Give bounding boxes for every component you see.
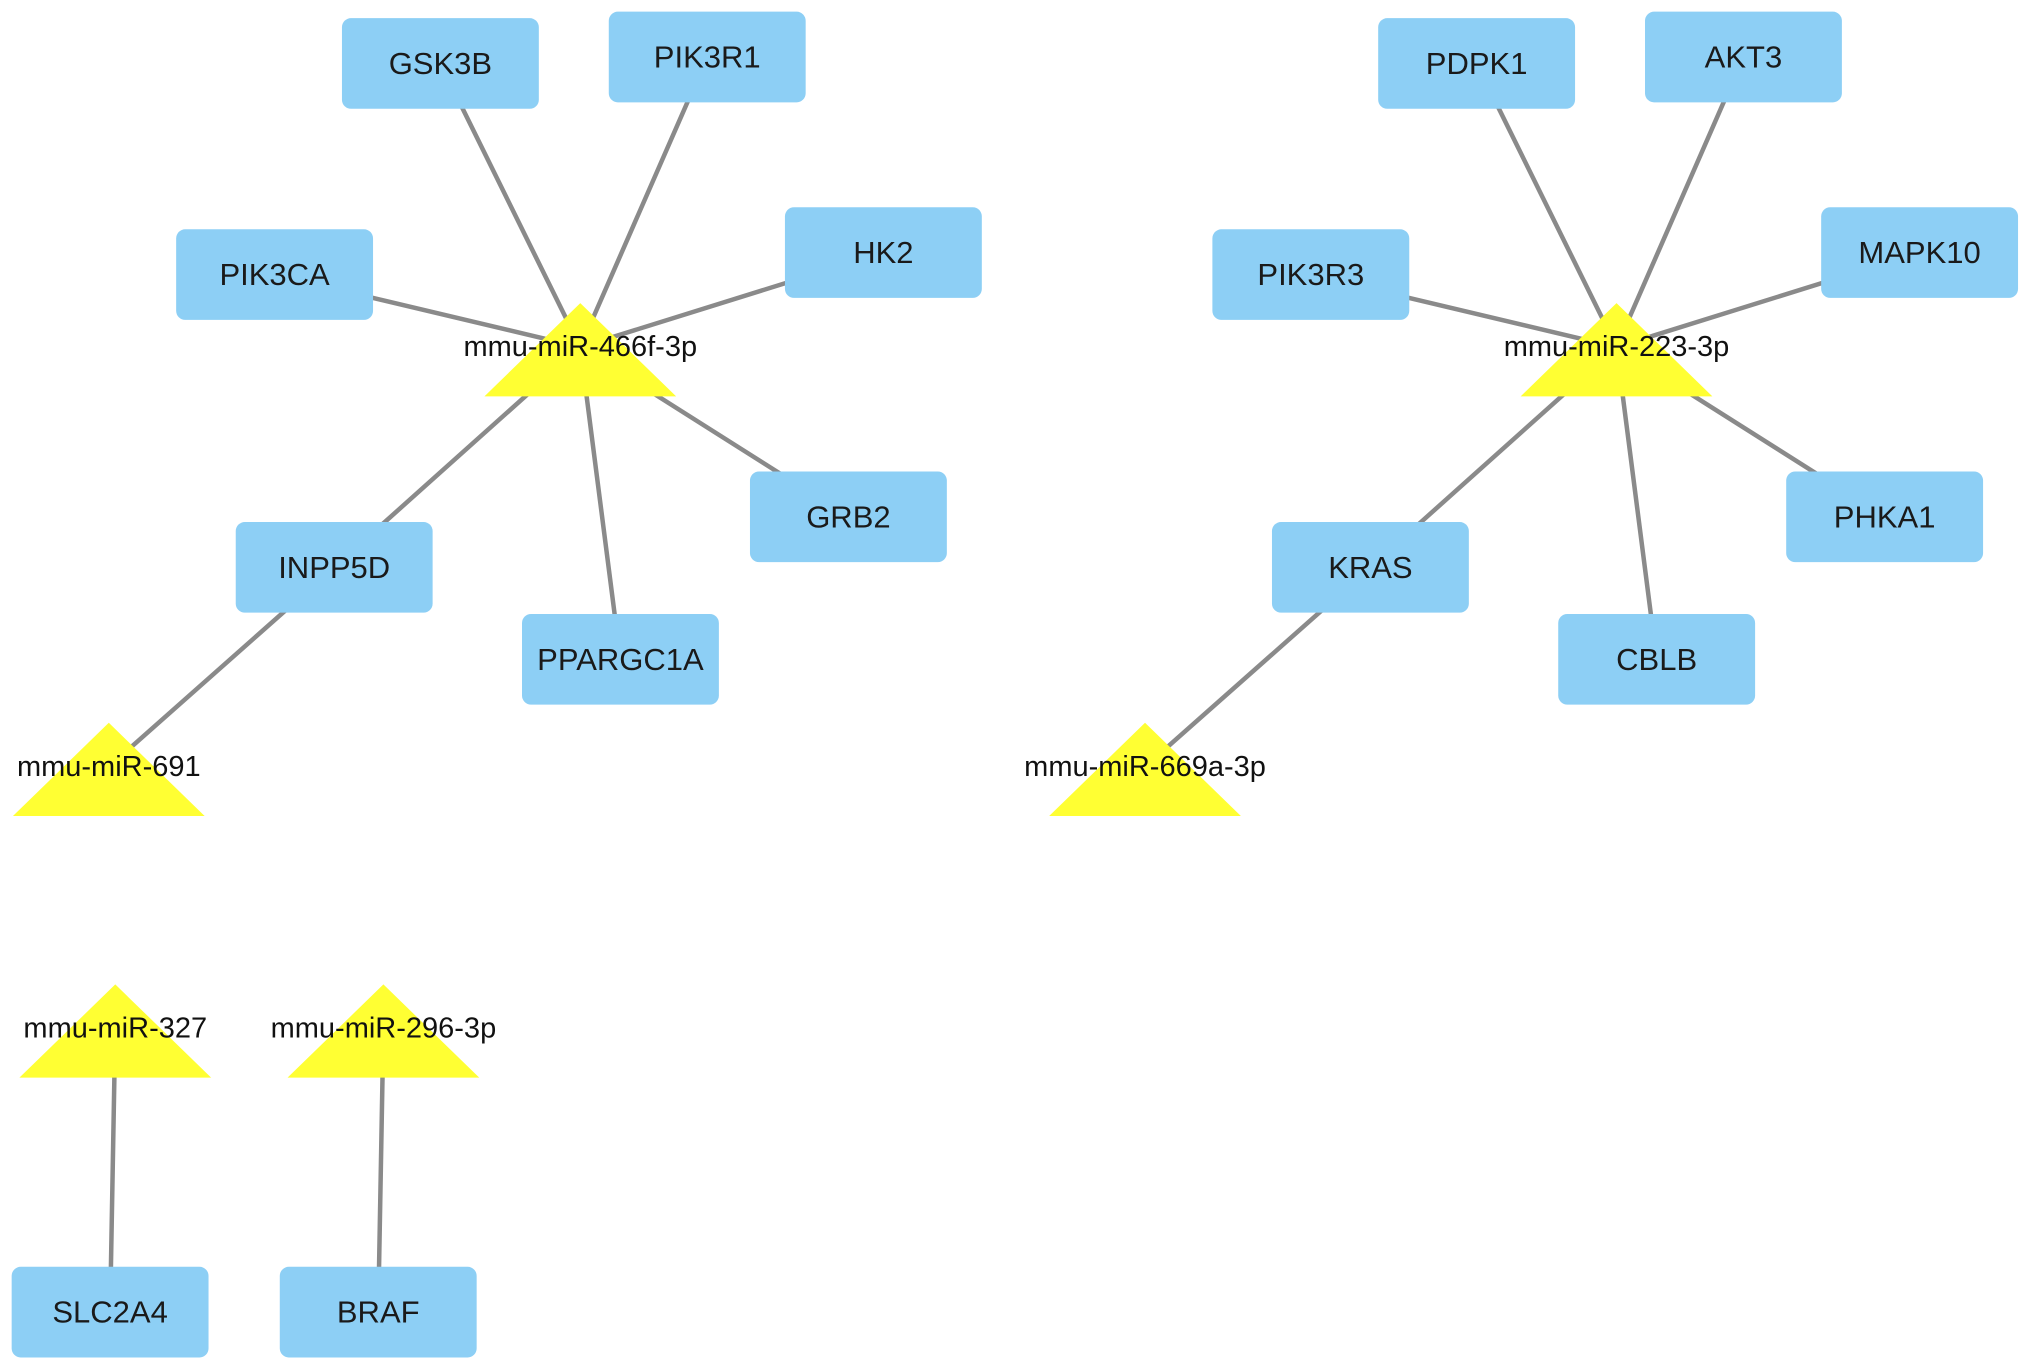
gene-node-pik3ca[interactable]: PIK3CA: [176, 229, 374, 320]
mirna-triangle: [12, 722, 205, 817]
gene-label: SLC2A4: [52, 1295, 167, 1330]
gene-label: AKT3: [1705, 39, 1783, 74]
mirna-triangle: [19, 984, 212, 1078]
edge-mmu-miR-223-3p-AKT3: [1614, 54, 1746, 350]
gene-label: PIK3R1: [654, 39, 761, 74]
gene-box: [176, 229, 374, 320]
gene-box: [608, 11, 806, 103]
edge-mmu-miR-466f-3p-PPARGC1A: [578, 344, 623, 662]
edge-mmu-miR-223-3p-CBLB: [1614, 344, 1659, 662]
gene-node-braf[interactable]: BRAF: [279, 1266, 477, 1358]
gene-box: [1558, 613, 1756, 705]
gene-label: CBLB: [1616, 642, 1697, 677]
gene-node-grb2[interactable]: GRB2: [749, 471, 947, 563]
gene-box: [1378, 18, 1576, 109]
gene-label: KRAS: [1328, 550, 1412, 585]
mirna-node-mmu-mir-669a-3p[interactable]: mmu-miR-669a-3p: [1024, 722, 1266, 817]
gene-label: PPARGC1A: [537, 642, 704, 677]
gene-node-phka1[interactable]: PHKA1: [1786, 471, 1984, 563]
mirna-node-mmu-mir-223-3p[interactable]: mmu-miR-223-3p: [1504, 303, 1730, 397]
gene-node-inpp5d[interactable]: INPP5D: [235, 521, 433, 613]
gene-node-akt3[interactable]: AKT3: [1645, 11, 1842, 103]
edge-mmu-miR-466f-3p-GSK3B: [438, 61, 583, 350]
gene-node-kras[interactable]: KRAS: [1271, 521, 1469, 613]
gene-label: BRAF: [337, 1295, 420, 1330]
gene-box: [235, 521, 433, 613]
mirna-triangle: [1520, 303, 1713, 397]
mirna-node-mmu-mir-327[interactable]: mmu-miR-327: [19, 984, 212, 1078]
gene-label: MAPK10: [1858, 235, 1980, 270]
mirna-label: mmu-miR-669a-3p: [1024, 751, 1266, 783]
gene-box: [279, 1266, 477, 1358]
gene-label: PIK3CA: [219, 257, 330, 292]
gene-box: [1645, 11, 1842, 103]
gene-box: [1212, 229, 1410, 320]
edge-mmu-miR-466f-3p-PIK3R1: [578, 54, 710, 350]
gene-box: [341, 18, 539, 109]
gene-node-pdpk1[interactable]: PDPK1: [1378, 18, 1576, 109]
mirna-node-mmu-mir-691[interactable]: mmu-miR-691: [12, 722, 205, 817]
mirna-label: mmu-miR-296-3p: [271, 1012, 497, 1044]
mirna-label: mmu-miR-327: [23, 1012, 207, 1044]
mirna-label: mmu-miR-466f-3p: [463, 331, 697, 363]
gene-label: HK2: [853, 235, 913, 270]
gene-label: GSK3B: [389, 46, 492, 81]
nodes-layer: mmu-miR-466f-3p mmu-miR-223-3p mmu-miR-691…: [11, 11, 2019, 1358]
mirna-node-mmu-mir-296-3p[interactable]: mmu-miR-296-3p: [271, 984, 497, 1078]
mirna-node-mmu-mir-466f-3p[interactable]: mmu-miR-466f-3p: [463, 303, 697, 397]
gene-box: [521, 613, 719, 705]
gene-label: PIK3R3: [1257, 257, 1364, 292]
gene-node-cblb[interactable]: CBLB: [1558, 613, 1756, 705]
gene-box: [784, 207, 982, 298]
gene-node-gsk3b[interactable]: GSK3B: [341, 18, 539, 109]
gene-label: GRB2: [806, 499, 890, 534]
mirna-label: mmu-miR-691: [17, 751, 201, 783]
mirna-label: mmu-miR-223-3p: [1504, 331, 1730, 363]
gene-box: [749, 471, 947, 563]
gene-node-hk2[interactable]: HK2: [784, 207, 982, 298]
mirna-triangle: [484, 303, 677, 397]
gene-label: INPP5D: [278, 550, 390, 585]
mirna-triangle: [1049, 722, 1241, 817]
gene-label: PHKA1: [1834, 499, 1936, 534]
gene-box: [1271, 521, 1469, 613]
mirna-triangle: [287, 984, 480, 1078]
gene-box: [11, 1266, 209, 1358]
gene-node-pik3r1[interactable]: PIK3R1: [608, 11, 806, 103]
gene-label: PDPK1: [1426, 46, 1528, 81]
gene-node-ppargc1a[interactable]: PPARGC1A: [521, 613, 719, 705]
gene-node-mapk10[interactable]: MAPK10: [1821, 207, 2019, 298]
gene-node-pik3r3[interactable]: PIK3R3: [1212, 229, 1410, 320]
gene-box: [1786, 471, 1984, 563]
gene-box: [1821, 207, 2019, 298]
gene-node-slc2a4[interactable]: SLC2A4: [11, 1266, 209, 1358]
edge-mmu-miR-223-3p-PDPK1: [1474, 61, 1619, 350]
